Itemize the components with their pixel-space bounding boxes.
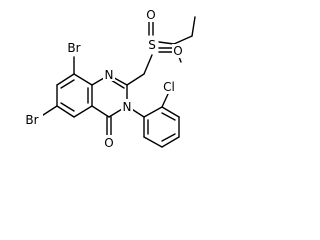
bond-ch-ch2	[173, 35, 193, 45]
atom-n-3: N	[123, 100, 132, 114]
bond-c8-c7-inner	[60, 79, 75, 89]
bond-lines	[39, 16, 196, 148]
atom-s-sulfonyl: S	[148, 38, 156, 52]
bond-c6-c5-inner	[60, 102, 75, 112]
bond-ch2-ch3	[191, 16, 196, 37]
bond-c4-c4a	[91, 105, 110, 118]
atom-o-carbonyl: O	[104, 136, 113, 150]
bond-c8a-c8	[73, 73, 93, 86]
molecule-structure: Br Br N N O S O O Cl	[23, 8, 196, 150]
bond-ar1-ar2	[143, 106, 163, 118]
atom-br-6: Br	[25, 113, 38, 127]
bond-ar2-cl	[161, 93, 169, 108]
atom-n-1: N	[105, 68, 114, 82]
bond-n1-c2-inner	[110, 79, 125, 89]
bond-c6-c5	[56, 105, 75, 118]
atom-cl: Cl	[163, 80, 175, 94]
bond-ar4-ar5-inner	[161, 133, 176, 142]
bond-ar4-ar5	[161, 136, 180, 148]
bond-c8-c7	[56, 73, 75, 86]
bond-ch2-s	[143, 54, 153, 75]
atom-o-sulfonyl-right: O	[173, 44, 182, 58]
atom-labels: Br Br N N O S O O Cl	[23, 8, 184, 150]
atom-br-8: Br	[67, 41, 80, 55]
bond-ar2-ar3	[161, 106, 180, 118]
bond-c2-ch2	[126, 73, 145, 86]
atom-o-sulfonyl-top: O	[146, 8, 155, 22]
bond-s-ch	[158, 41, 175, 45]
bond-c5-c4a	[73, 105, 93, 118]
bond-ar2-ar3-inner	[161, 112, 176, 121]
bond-ar5-ar6	[143, 136, 163, 148]
